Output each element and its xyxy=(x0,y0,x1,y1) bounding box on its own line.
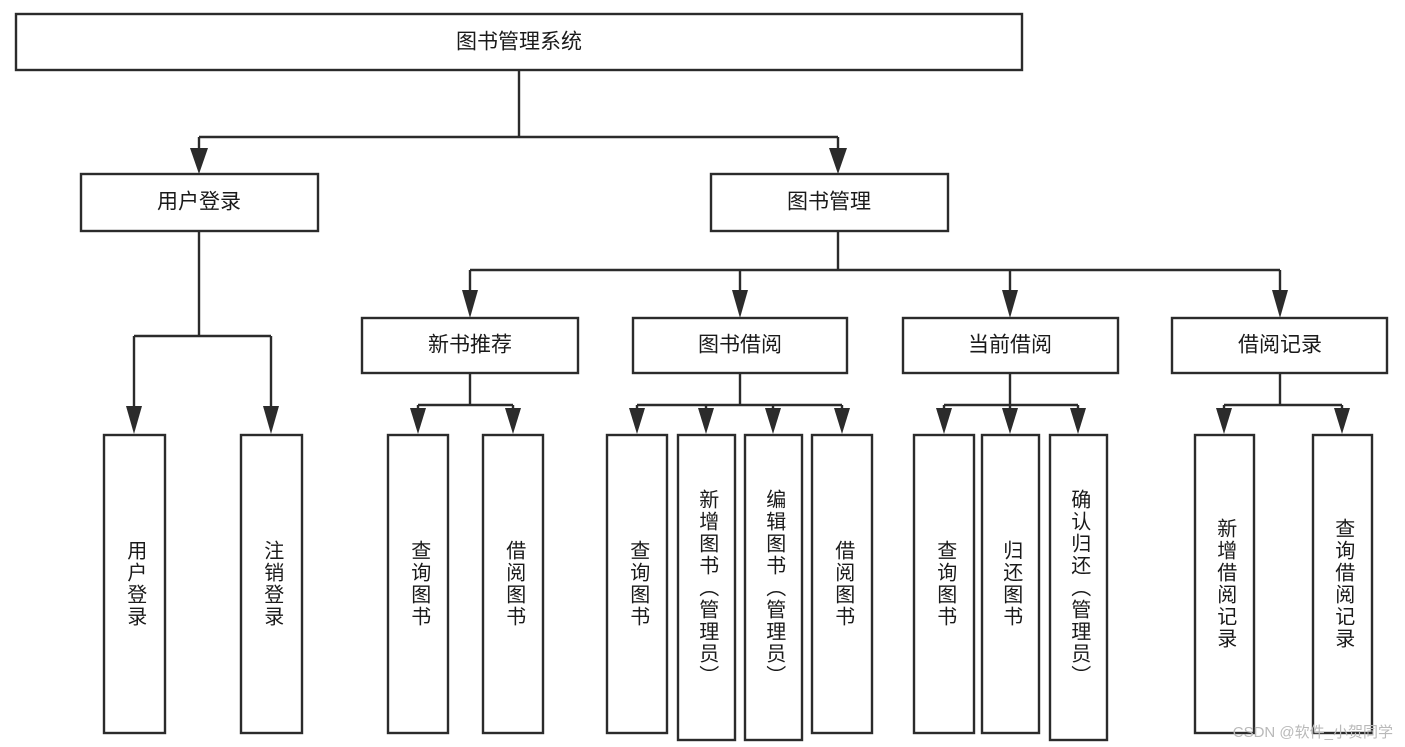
node-leaf-borrow-book-2-label: 借阅图书 xyxy=(832,540,855,628)
node-leaf-user-logout[interactable]: 注销登录 xyxy=(239,433,304,735)
node-leaf-query-record[interactable]: 查询借阅记录 xyxy=(1311,433,1374,735)
node-leaf-query-book-2-box[interactable] xyxy=(605,433,669,735)
node-leaf-borrow-book-2-box[interactable] xyxy=(810,433,874,735)
node-leaf-add-book-label: 新增图书（管理员） xyxy=(696,489,719,687)
node-leaf-add-record[interactable]: 新增借阅记录 xyxy=(1193,433,1256,735)
connector-group-current-borrow xyxy=(936,373,1086,434)
node-new-book-recommend-box[interactable] xyxy=(360,316,580,375)
connector-group-borrow-record xyxy=(1216,373,1350,434)
arrow-head-current-borrow xyxy=(1002,290,1018,318)
node-user-login-label: 用户登录 xyxy=(157,191,241,214)
arrow-head-book-management xyxy=(829,148,847,174)
node-user-login[interactable]: 用户登录 xyxy=(79,172,320,233)
node-leaf-return-book-label: 归还图书 xyxy=(1000,540,1023,628)
connector-group-new-book-recommend xyxy=(410,373,521,434)
node-current-borrow[interactable]: 当前借阅 xyxy=(901,316,1120,375)
node-leaf-edit-book[interactable]: 编辑图书（管理员） xyxy=(743,433,804,742)
connector-group-book-borrow xyxy=(629,373,850,434)
node-current-borrow-label: 当前借阅 xyxy=(968,334,1052,357)
node-leaf-confirm-return-box[interactable] xyxy=(1048,433,1109,742)
node-leaf-borrow-book-2[interactable]: 借阅图书 xyxy=(810,433,874,735)
node-book-borrow[interactable]: 图书借阅 xyxy=(631,316,849,375)
node-leaf-query-book-3-label: 查询图书 xyxy=(934,540,957,628)
node-leaf-borrow-book-1-label: 借阅图书 xyxy=(503,540,526,628)
node-leaf-confirm-return[interactable]: 确认归还（管理员） xyxy=(1048,433,1109,742)
node-leaf-add-record-label: 新增借阅记录 xyxy=(1214,518,1237,650)
node-leaf-query-book-3-box[interactable] xyxy=(912,433,976,735)
node-leaf-query-record-label: 查询借阅记录 xyxy=(1332,518,1355,650)
node-leaf-user-login[interactable]: 用户登录 xyxy=(102,433,167,735)
node-leaf-query-book-2-label: 查询图书 xyxy=(627,540,650,628)
node-user-login-box[interactable] xyxy=(79,172,320,233)
arrow-head-borrow-record xyxy=(1272,290,1288,318)
arrow-head-leaf-add-book xyxy=(698,408,714,434)
node-book-borrow-label: 图书借阅 xyxy=(698,334,782,357)
connector-group-root xyxy=(190,70,847,174)
node-book-management-box[interactable] xyxy=(709,172,950,233)
arrow-head-leaf-query-record xyxy=(1334,408,1350,434)
arrow-head-leaf-confirm-return xyxy=(1070,408,1086,434)
node-book-management[interactable]: 图书管理 xyxy=(709,172,950,233)
node-leaf-return-book[interactable]: 归还图书 xyxy=(980,433,1041,735)
node-leaf-user-login-label: 用户登录 xyxy=(124,540,147,628)
node-borrow-record[interactable]: 借阅记录 xyxy=(1170,316,1389,375)
arrow-head-leaf-borrow-book-2 xyxy=(834,408,850,434)
arrow-head-leaf-borrow-book-1 xyxy=(505,408,521,434)
node-leaf-confirm-return-label: 确认归还（管理员） xyxy=(1068,489,1091,687)
node-borrow-record-label: 借阅记录 xyxy=(1238,334,1322,357)
node-borrow-record-box[interactable] xyxy=(1170,316,1389,375)
node-leaf-user-logout-box[interactable] xyxy=(239,433,304,735)
arrow-head-leaf-query-book-2 xyxy=(629,408,645,434)
arrow-head-leaf-edit-book xyxy=(765,408,781,434)
node-root-label: 图书管理系统 xyxy=(456,31,582,54)
node-leaf-query-book-2[interactable]: 查询图书 xyxy=(605,433,669,735)
node-leaf-add-book[interactable]: 新增图书（管理员） xyxy=(676,433,737,742)
node-leaf-add-record-box[interactable] xyxy=(1193,433,1256,735)
node-book-borrow-box[interactable] xyxy=(631,316,849,375)
node-current-borrow-box[interactable] xyxy=(901,316,1120,375)
node-leaf-query-book-1-label: 查询图书 xyxy=(408,540,431,628)
node-leaf-query-book-1-box[interactable] xyxy=(386,433,450,735)
node-new-book-recommend-label: 新书推荐 xyxy=(428,334,512,357)
arrow-head-leaf-user-logout xyxy=(263,406,279,434)
arrow-head-book-borrow xyxy=(732,290,748,318)
node-new-book-recommend[interactable]: 新书推荐 xyxy=(360,316,580,375)
arrow-head-user-login xyxy=(190,148,208,174)
node-leaf-borrow-book-1-box[interactable] xyxy=(481,433,545,735)
node-leaf-query-book-1[interactable]: 查询图书 xyxy=(386,433,450,735)
watermark-text: CSDN @软件_小贺同学 xyxy=(1232,724,1393,741)
arrow-head-leaf-query-book-3 xyxy=(936,408,952,434)
node-leaf-add-book-box[interactable] xyxy=(676,433,737,742)
node-leaf-query-book-3[interactable]: 查询图书 xyxy=(912,433,976,735)
arrow-head-leaf-return-book xyxy=(1002,408,1018,434)
node-leaf-edit-book-label: 编辑图书（管理员） xyxy=(763,489,786,687)
node-leaf-borrow-book-1[interactable]: 借阅图书 xyxy=(481,433,545,735)
connector-group-user-login xyxy=(126,231,279,434)
node-book-management-label: 图书管理 xyxy=(787,191,871,214)
arrow-head-leaf-query-book-1 xyxy=(410,408,426,434)
node-leaf-return-book-box[interactable] xyxy=(980,433,1041,735)
node-leaf-user-login-box[interactable] xyxy=(102,433,167,735)
arrow-head-leaf-user-login xyxy=(126,406,142,434)
arrow-head-new-book-recommend xyxy=(462,290,478,318)
node-root[interactable]: 图书管理系统 xyxy=(14,12,1024,72)
node-leaf-query-record-box[interactable] xyxy=(1311,433,1374,735)
connector-group-book-management xyxy=(462,231,1288,318)
arrow-head-leaf-add-record xyxy=(1216,408,1232,434)
node-leaf-user-logout-label: 注销登录 xyxy=(261,540,284,628)
node-leaf-edit-book-box[interactable] xyxy=(743,433,804,742)
node-root-box[interactable] xyxy=(14,12,1024,72)
